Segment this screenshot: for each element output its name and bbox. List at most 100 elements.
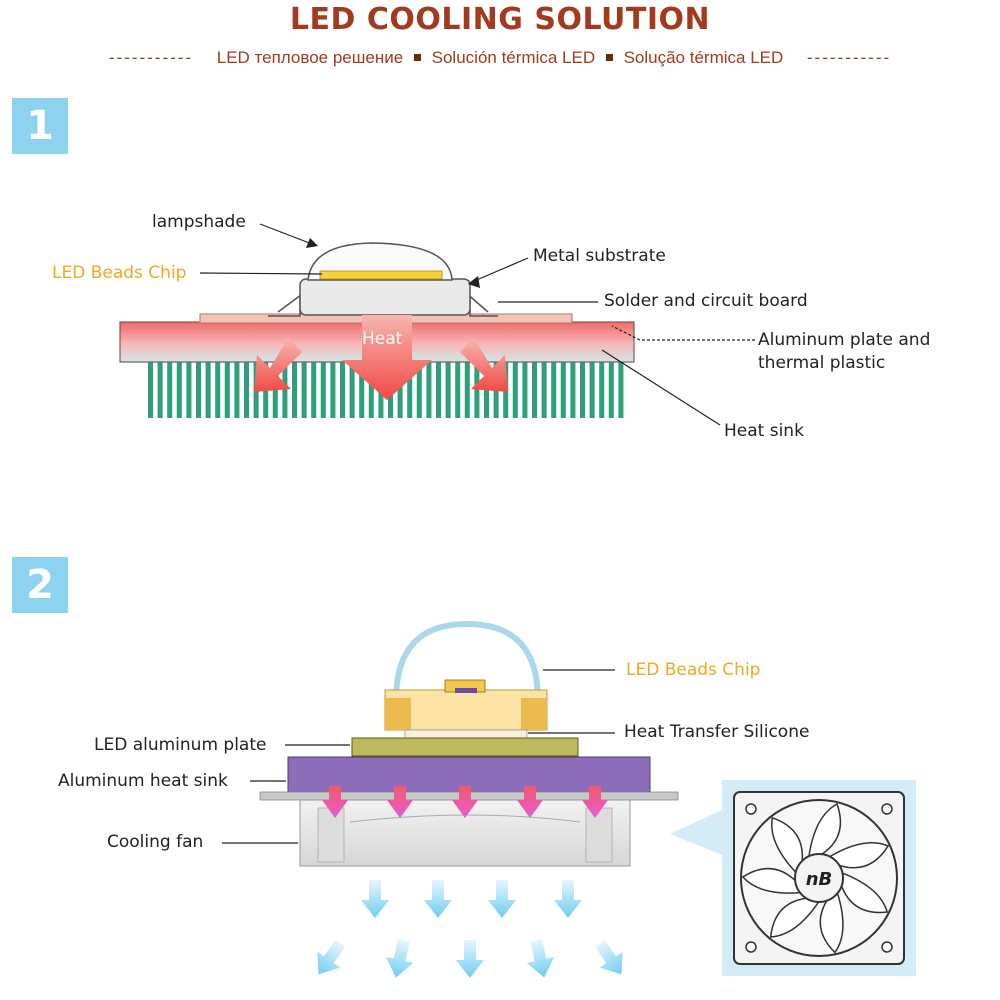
heat-sink-fin [512, 360, 518, 418]
airflow-arrow-icon [317, 939, 346, 975]
heat-down-arrow-icon [582, 786, 608, 818]
label-heat: Heat [362, 329, 403, 349]
heat-sink-fin [244, 360, 249, 418]
fan-blade-shape [819, 892, 844, 954]
label-heat-sink: Heat sink [724, 421, 804, 441]
heat-sink-fin [608, 360, 614, 418]
section-1-badge: 1 [12, 98, 68, 154]
label-solder-circuit-board: Solder and circuit board [604, 291, 808, 311]
heat-down-arrow-icon [387, 786, 413, 818]
label-heat-transfer-silicone: Heat Transfer Silicone [624, 722, 810, 742]
heat-sink-fin [426, 360, 432, 418]
fan-blade-shape [771, 816, 804, 874]
heat-sink-fin [167, 360, 173, 418]
leader-arrowheads-1 [306, 238, 480, 288]
fan-blade [839, 872, 889, 914]
heat-sink-fin [599, 360, 605, 418]
fan-blade-shape [839, 872, 889, 914]
heat-sink-fin [589, 360, 595, 418]
fan-blade-shape [741, 867, 801, 894]
heat-sink-fin [330, 360, 336, 418]
fan-blade-shape [808, 802, 842, 857]
heat-sink-fin [205, 360, 211, 418]
heat-sink-fin [368, 360, 374, 418]
label-lampshade: lampshade [152, 212, 246, 232]
heat-arrow-right [460, 338, 508, 392]
heat-arrow-left [254, 338, 302, 392]
airflow-arrow-shape [488, 880, 516, 918]
heat-sink-fin [224, 360, 230, 418]
airflow-arrow-icon [424, 880, 452, 918]
heat-sink-fin [560, 360, 566, 418]
heat-arrow-down [342, 315, 432, 400]
airflow-arrow-icon [361, 880, 389, 918]
heat-down-arrow-icon [452, 786, 478, 818]
led-dome-arc [393, 620, 541, 701]
heat-sink-fin [541, 360, 547, 418]
separator-square-icon [605, 54, 613, 62]
subtitle-dashes-left: ----------- [108, 48, 194, 67]
airflow-arrow-shape [526, 939, 555, 978]
airflow-arrow-shape [424, 880, 452, 918]
led-package-right-cap [521, 698, 547, 730]
heat-flow-arrows [322, 786, 608, 818]
subtitle-bar: ----------- LED тепловое решение Solució… [0, 48, 1000, 68]
heat-down-arrow-icon [517, 786, 543, 818]
fan-blade-shape [828, 842, 890, 869]
page-title: LED COOLING SOLUTION [289, 2, 711, 37]
fan-blade [769, 897, 820, 938]
fan-blade [819, 892, 844, 954]
airflow-arrow-shape [594, 939, 623, 975]
label-led-aluminum-plate: LED aluminum plate [94, 735, 267, 755]
led-aluminum-plate [351, 737, 579, 757]
heat-sink-fin [340, 360, 345, 418]
airflow-arrow-icon [385, 939, 414, 978]
heat-sink-fin [311, 360, 317, 418]
heat-sink-fin [359, 360, 365, 418]
heat-sink-fin [551, 360, 557, 418]
heat-down-arrow-icon [322, 786, 348, 818]
led-chip-core [455, 688, 477, 693]
airflow-arrow-shape [385, 939, 414, 978]
airflow-arrow-icon [488, 880, 516, 918]
fan-screw-holes [745, 803, 893, 953]
inset-pointer [670, 810, 722, 855]
airflow-arrow-icon [526, 939, 555, 978]
heat-sink-fin [436, 360, 441, 418]
separator-square-icon [413, 54, 421, 62]
fan-blade-shape [769, 897, 820, 938]
heat-sink-fin [397, 360, 403, 418]
label-led-beads-chip-1: LED Beads Chip [52, 263, 187, 283]
leader-lines-2 [222, 669, 615, 844]
label-aluminum-heat-sink: Aluminum heat sink [58, 771, 228, 791]
label-metal-substrate: Metal substrate [533, 246, 666, 266]
fan-blades [741, 802, 890, 954]
airflow-arrow-shape [317, 939, 346, 975]
label-cooling-fan: Cooling fan [107, 832, 204, 852]
airflow-arrow-shape [554, 880, 582, 918]
airflow-arrow-shape [456, 940, 484, 978]
led-package-left-cap [385, 698, 411, 730]
fan-right-strut [585, 807, 613, 863]
airflow-arrow-icon [456, 940, 484, 978]
leader-lines-1 [199, 223, 755, 426]
fan-blade [828, 842, 890, 869]
led-package [384, 689, 548, 731]
airflow-arrow-icon [554, 880, 582, 918]
heat-sink-fin [320, 360, 326, 418]
fan-blade-line [349, 814, 581, 823]
heat-sink-fin [580, 360, 585, 418]
heat-sink-fin [234, 360, 240, 418]
metal-substrate [299, 278, 471, 316]
led-chip [319, 270, 443, 280]
airflow-arrow-icon [594, 939, 623, 975]
heat-sink-fin [618, 360, 624, 418]
fan-logo: nB [806, 869, 833, 890]
heat-sink-fin [292, 360, 297, 418]
heat-sink-fin [522, 360, 528, 418]
heat-sink-fin [301, 360, 307, 418]
heat-sink-fin [157, 360, 163, 418]
airflow-arrow-shape [361, 880, 389, 918]
heat-sink-fin [349, 360, 355, 418]
